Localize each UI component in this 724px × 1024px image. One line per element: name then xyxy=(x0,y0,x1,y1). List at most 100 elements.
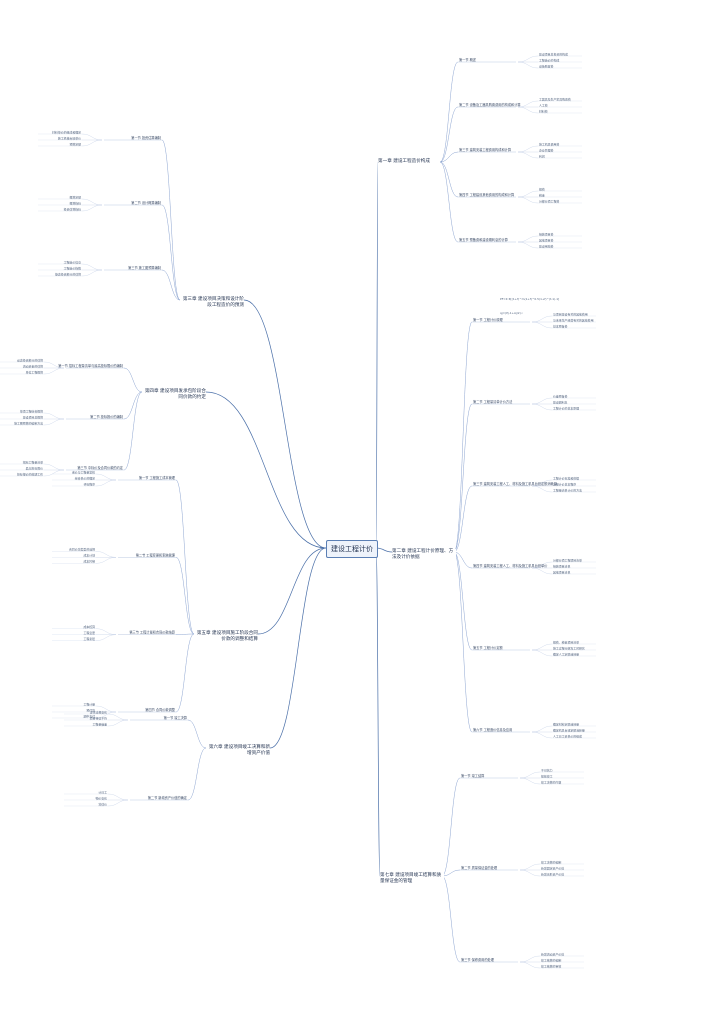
leaf-node[interactable]: 竣工决算的编制 xyxy=(541,859,561,864)
section-node[interactable]: 第五节 预备费和建设期利息的计算 xyxy=(459,237,509,242)
formula-text[interactable]: PF=Σ It[(1+f)^m(1+f)^0.5(1+f)^(t-1)-1] xyxy=(500,297,559,301)
leaf-node[interactable]: 工程量清单计价的方法 xyxy=(553,487,582,492)
section-node[interactable]: 第四节 合同价款调整 xyxy=(145,707,176,712)
leaf-node[interactable]: 综合单价的确定 xyxy=(75,475,95,480)
chapter-node-ch1[interactable]: 第一章 建设工程造价构成 xyxy=(378,159,430,165)
leaf-node[interactable]: 投标报价的前期工作 xyxy=(17,471,43,476)
leaf-node[interactable]: 材料费 xyxy=(539,108,548,113)
leaf-node[interactable]: 暂估价 xyxy=(98,801,107,806)
leaf-node[interactable]: 人工日工资单价的组成 xyxy=(553,733,582,738)
leaf-node[interactable]: 利润 xyxy=(539,153,545,158)
leaf-node[interactable]: 确定机具台班定额消耗量 xyxy=(553,727,585,732)
leaf-node[interactable]: 静态投资部分的估算 xyxy=(55,271,81,276)
leaf-node[interactable]: 流动资金的估算 xyxy=(23,363,43,368)
leaf-node[interactable]: 工程计量 xyxy=(83,701,95,706)
leaf-node[interactable]: 规费、税金项目清单 xyxy=(553,639,579,644)
chapter-node-ch7[interactable]: 第七章 建设项目竣工结算和质量保证金的管理 xyxy=(380,873,444,885)
leaf-node[interactable]: 提前竣工 xyxy=(541,773,553,778)
leaf-node[interactable]: 工程造价的构成 xyxy=(539,57,559,62)
section-node[interactable]: 第五节 工程计价定额 xyxy=(473,645,504,650)
leaf-node[interactable]: 施工机械台班单价 xyxy=(58,135,81,140)
section-node[interactable]: 第四节 工程建设其他费用的构成和计算 xyxy=(459,192,515,197)
section-node[interactable]: 第二节 质量保证金的处理 xyxy=(461,865,498,870)
section-node[interactable]: 第四节 建筑安装工程人工、材料及施工机具台班单价 xyxy=(473,563,548,568)
leaf-node[interactable]: 成本控制 xyxy=(83,559,95,564)
leaf-node[interactable]: 人工费 xyxy=(539,102,548,107)
leaf-node[interactable]: 单项工程综合概算 xyxy=(20,408,43,413)
leaf-node[interactable]: 规费 xyxy=(539,186,545,191)
leaf-node[interactable]: 确定材料定额消耗量 xyxy=(553,721,579,726)
leaf-node[interactable]: 法律法规变化 xyxy=(90,709,107,714)
leaf-node[interactable]: 企业管理费 xyxy=(539,147,554,152)
chapter-node-ch6[interactable]: 第六章 建设项目竣工决算和新增资产价值 xyxy=(206,745,270,757)
leaf-node[interactable]: 新增固定资产价值 xyxy=(541,865,564,870)
leaf-node[interactable]: 预算定额 xyxy=(69,141,81,146)
leaf-node[interactable]: 建设项目总投资的构成 xyxy=(539,51,568,56)
section-node[interactable]: 第三节 工程计量和合同价款结算 xyxy=(129,630,175,635)
leaf-node[interactable]: 与项目建设有关的其他费用 xyxy=(553,311,588,316)
section-node[interactable]: 第二节 投标报价的编制 xyxy=(90,414,123,419)
section-node[interactable]: 第二节 工程变更和索赔管理 xyxy=(136,552,176,557)
leaf-node[interactable]: 施工机具使用费 xyxy=(539,141,559,146)
leaf-node[interactable]: 建设用地费 xyxy=(539,243,554,248)
section-node[interactable]: 第六节 工程造价信息及应用 xyxy=(473,727,512,732)
leaf-node[interactable]: 措施项目费 xyxy=(539,231,554,236)
leaf-node[interactable]: 工程造价信息 xyxy=(64,259,81,264)
section-node[interactable]: 第三节 建筑安装工程费用构成和计算 xyxy=(459,147,512,152)
section-node[interactable]: 第一节 竣工结算 xyxy=(461,773,485,778)
section-node[interactable]: 第一节 概述 xyxy=(459,57,477,62)
leaf-node[interactable]: 新增无形资产价值 xyxy=(541,871,564,876)
leaf-node[interactable]: 工程变更 xyxy=(83,630,95,635)
section-node[interactable]: 第二节 设计概算编制 xyxy=(131,200,161,205)
leaf-node[interactable]: 工程计价基本程序 xyxy=(553,481,576,486)
leaf-node[interactable]: 不可抗力 xyxy=(541,767,553,772)
section-node[interactable]: 第三节 保修费用的处理 xyxy=(461,957,495,962)
section-node[interactable]: 第三节 建筑安装工程人工、材料及施工机具台班定额消耗量 xyxy=(473,481,558,486)
section-node[interactable]: 第一节 投资估算编制 xyxy=(131,135,161,140)
leaf-node[interactable]: 物价变化 xyxy=(95,795,107,800)
leaf-node[interactable]: 材料单价的组成和确定 xyxy=(52,129,81,134)
section-node[interactable]: 第一节 工程计价原理 xyxy=(473,317,504,322)
leaf-node[interactable]: 施工过程分解及工时研究 xyxy=(553,645,585,650)
formula-text[interactable]: qj=(Pj-1+Aj/2)·i xyxy=(500,311,523,315)
leaf-node[interactable]: 评标程序 xyxy=(83,481,95,486)
leaf-node[interactable]: 基本预备费 xyxy=(553,323,568,328)
leaf-node[interactable]: 期中支付 xyxy=(83,713,95,718)
section-node[interactable]: 第二节 工程量清单计价方法 xyxy=(473,399,512,404)
leaf-node[interactable]: 概算定额 xyxy=(69,194,81,199)
section-node[interactable]: 第三节 中标价及合同价款的约定 xyxy=(77,465,123,470)
chapter-node-ch5[interactable]: 第五章 建设项目施工阶段合同价款的调整和结算 xyxy=(194,631,258,643)
leaf-node[interactable]: 工程计价的基本原理 xyxy=(553,405,579,410)
leaf-node[interactable]: 工程量偏差 xyxy=(93,721,108,726)
leaf-node[interactable]: 动态投资部分的估算 xyxy=(17,357,43,362)
leaf-node[interactable]: 竣工决算的内容 xyxy=(541,779,561,784)
chapter-node-ch3[interactable]: 第三章 建设项目决策和设计阶段工程造价的预测 xyxy=(180,297,244,309)
leaf-node[interactable]: 确定人工定额消耗量 xyxy=(553,651,579,656)
leaf-node[interactable]: 投资估算指标 xyxy=(64,206,81,211)
section-node[interactable]: 第一节 工程施工成本管理 xyxy=(139,475,176,480)
leaf-node[interactable]: 预付款 xyxy=(86,707,95,712)
leaf-node[interactable]: 竣工结算的编制 xyxy=(541,957,561,962)
leaf-node[interactable]: 其他项目清单 xyxy=(553,569,570,574)
leaf-node[interactable]: 设备购置费 xyxy=(539,63,554,68)
leaf-node[interactable]: 成本核算 xyxy=(83,624,95,629)
chapter-node-ch4[interactable]: 第四章 建设项目发承包阶段合同价款的约定 xyxy=(142,389,206,401)
leaf-node[interactable]: 施工图预算的编制方法 xyxy=(14,420,43,425)
leaf-node[interactable]: 措施项目清单 xyxy=(553,563,570,568)
leaf-node[interactable]: 其他项目费 xyxy=(539,237,554,242)
leaf-node[interactable]: 单位工程概算 xyxy=(26,369,43,374)
leaf-node[interactable]: 招标工程量清单 xyxy=(23,459,43,464)
leaf-node[interactable]: 合同价款类型的选择 xyxy=(69,547,95,552)
leaf-node[interactable]: 询价与工程量复核 xyxy=(72,469,95,474)
central-topic[interactable]: 建设工程计价 xyxy=(326,540,378,558)
leaf-node[interactable]: 最高投标限价 xyxy=(26,465,43,470)
section-node[interactable]: 第二节 新增资产价值的确定 xyxy=(148,795,188,800)
leaf-node[interactable]: 概算指标 xyxy=(69,200,81,205)
leaf-node[interactable]: 计日工 xyxy=(98,789,107,794)
leaf-node[interactable]: 与未来生产经营有关的其他费用 xyxy=(553,317,594,322)
leaf-node[interactable]: 工器具及生产家具购置费 xyxy=(539,96,571,101)
leaf-node[interactable]: 建设项目总概算 xyxy=(23,414,43,419)
chapter-node-ch2[interactable]: 第二章 建设工程计价原理、方法及计价依据 xyxy=(392,549,456,561)
leaf-node[interactable]: 工程造价指数 xyxy=(64,265,81,270)
leaf-node[interactable]: 税金 xyxy=(539,192,545,197)
